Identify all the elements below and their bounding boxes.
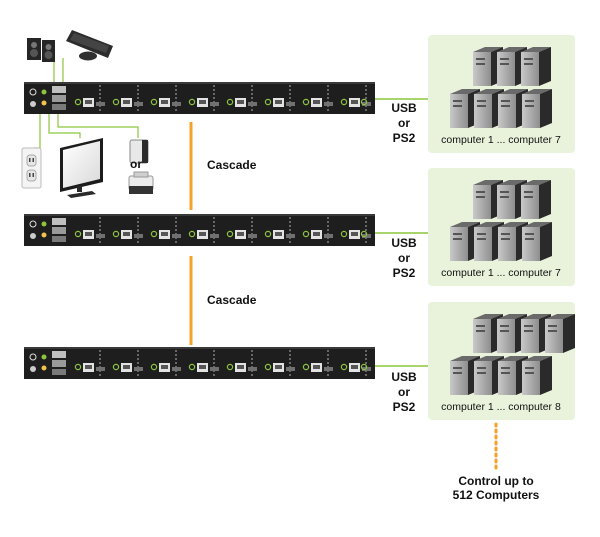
computer-group-caption-2: computer 1 ... computer 7 bbox=[441, 267, 561, 279]
cascade-label-1: Cascade bbox=[207, 158, 257, 172]
computer-tower-icon bbox=[522, 89, 552, 128]
computer-tower-icon bbox=[521, 47, 551, 86]
mouse-icon bbox=[79, 51, 97, 61]
speakers-icon bbox=[27, 38, 55, 62]
ups-icon bbox=[129, 139, 149, 164]
computer-tower-icon bbox=[521, 180, 551, 219]
console-wiring bbox=[34, 58, 139, 149]
printer-icon bbox=[128, 171, 154, 194]
computer-tower-icon bbox=[522, 222, 552, 261]
power-outlet-icon bbox=[21, 147, 42, 189]
keyboard-icon bbox=[66, 30, 113, 58]
or-label: or bbox=[130, 157, 142, 171]
computer-tower-icon bbox=[522, 356, 552, 395]
computer-tower-icon bbox=[545, 314, 575, 353]
computer-group-caption-1: computer 1 ... computer 7 bbox=[441, 134, 561, 146]
kvm-switch-1 bbox=[24, 82, 375, 114]
kvm-switch-2 bbox=[24, 214, 375, 246]
cascade-label-2: Cascade bbox=[207, 293, 257, 307]
monitor-icon bbox=[60, 138, 103, 198]
computer-group-caption-3: computer 1 ... computer 8 bbox=[441, 401, 561, 413]
kvm-switch-3 bbox=[24, 347, 375, 379]
